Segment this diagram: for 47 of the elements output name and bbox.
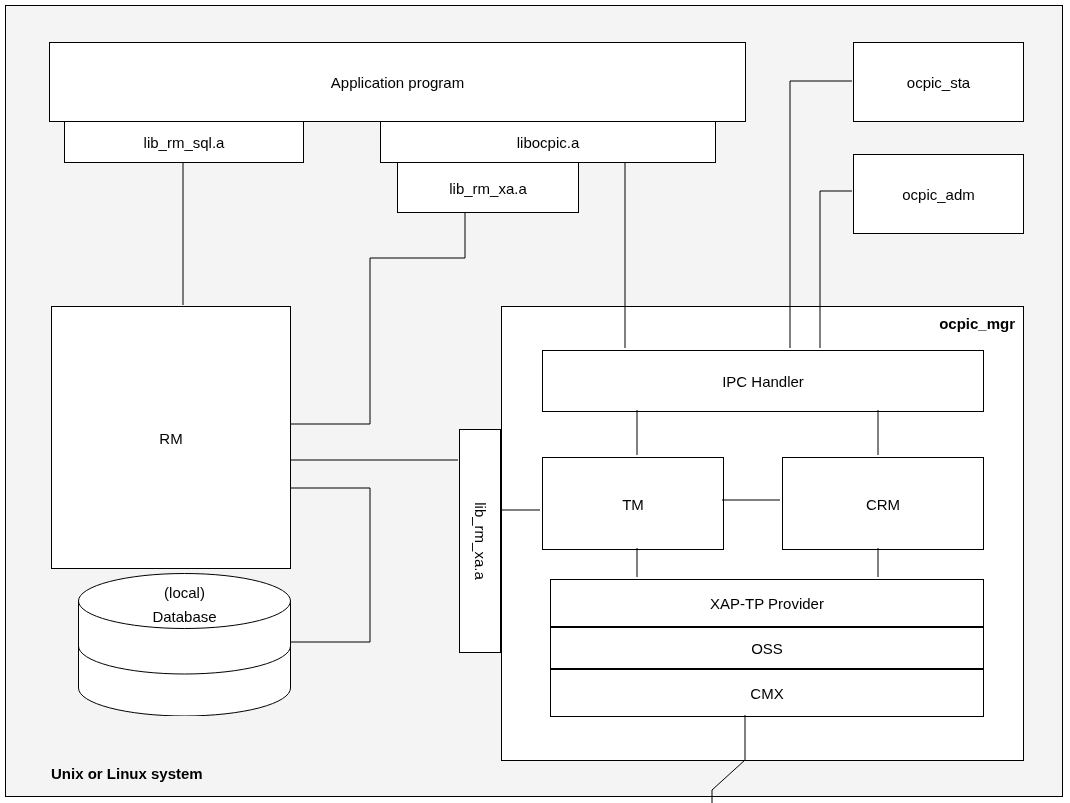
component-box <box>542 350 984 412</box>
box-label: CMX <box>750 684 784 702</box>
box-label: CRM <box>865 495 901 512</box>
component-box <box>542 457 724 550</box>
library-box <box>397 162 579 213</box>
connector-line <box>182 161 184 306</box>
box-label: lib_rm_xa.a <box>471 502 489 580</box>
box-label: RM <box>159 429 183 446</box>
connector-line <box>877 547 879 578</box>
box-label: IPC Handler <box>722 372 804 390</box>
library-box <box>380 121 716 163</box>
connector-line <box>499 509 541 511</box>
box-label: ocpic_adm <box>902 185 975 203</box>
connector-line <box>721 499 781 501</box>
process-box <box>853 42 1024 122</box>
box-label: ocpic_sta <box>906 73 971 91</box>
layer-box <box>550 627 984 669</box>
group-title: Unix or Linux system <box>51 765 203 782</box>
process-box <box>501 306 1024 761</box>
connector-line <box>289 459 459 461</box>
library-box <box>64 121 304 163</box>
box-label: libocpic.a <box>516 133 580 151</box>
connector-line <box>711 714 746 803</box>
connector-line <box>289 487 371 643</box>
box-label: OSS <box>751 639 783 657</box>
library-box <box>459 429 501 653</box>
system-frame <box>5 5 1063 797</box>
connector-line <box>624 161 626 349</box>
connector-line <box>819 190 853 349</box>
group-title: ocpic_mgr <box>939 315 1015 332</box>
connector-line <box>789 80 853 349</box>
process-box <box>853 154 1024 234</box>
component-box <box>782 457 984 550</box>
box-label: XAP-TP Provider <box>710 594 824 612</box>
connector-line <box>636 409 638 456</box>
layer-box <box>550 579 984 627</box>
box-label: (local) Database <box>151 583 218 627</box>
box-label: Application program <box>330 73 465 91</box>
box-label: lib_rm_xa.a <box>449 179 527 196</box>
box-label: TM <box>622 495 644 512</box>
layer-box <box>550 669 984 717</box>
box-label: lib_rm_sql.a <box>143 133 225 151</box>
process-box <box>51 306 291 569</box>
connector-line <box>636 547 638 578</box>
process-box <box>49 42 746 122</box>
connector-line <box>877 409 879 456</box>
connector-line <box>289 211 466 425</box>
